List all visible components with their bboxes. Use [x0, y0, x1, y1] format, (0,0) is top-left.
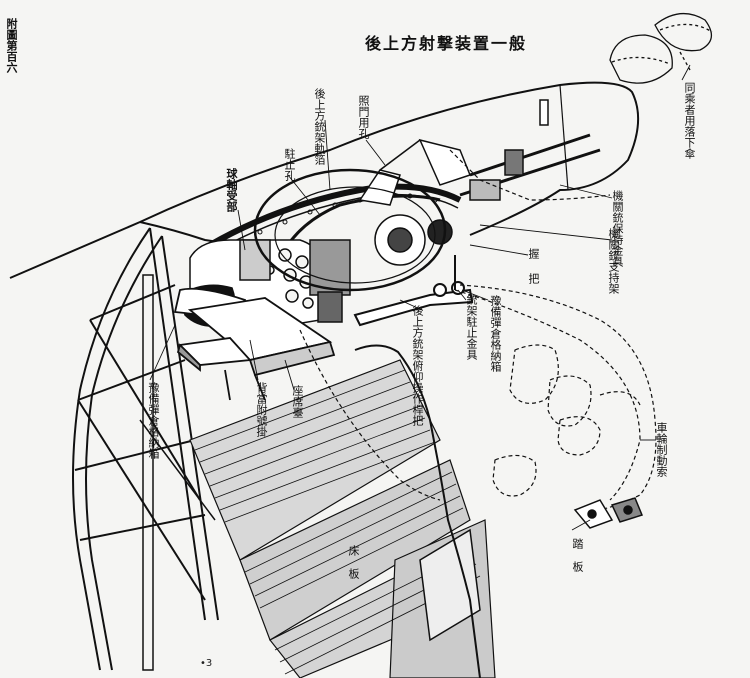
- label-crew-parachute: 同乘者用落下傘: [683, 82, 696, 159]
- leader-lines: [149, 64, 691, 531]
- label-pedal: 踏板: [571, 538, 584, 584]
- gun-ring: [253, 168, 447, 292]
- label-floor: 床板: [347, 545, 360, 591]
- page-label: 附圖第百六: [5, 18, 18, 73]
- label-rear-mount-rail: 後上方銃架軌箔: [313, 88, 326, 165]
- label-sight-socket: 照門用孔: [357, 95, 370, 139]
- parachute-drawing: [609, 13, 713, 84]
- label-gun-support-frame: 機關銃支持架: [607, 228, 620, 294]
- lever-arm: [353, 255, 474, 327]
- label-ball-bearing: 球軸受部: [225, 168, 238, 212]
- fuselage-frame: [72, 227, 219, 671]
- label-seat-fitting: 背當附號掛: [255, 382, 268, 437]
- label-wheel-brake: 車輪制動索: [655, 422, 668, 477]
- cutaway-edge: [354, 344, 481, 678]
- label-mount-stop-fitting: 銃架駐止金具: [465, 294, 478, 360]
- label-elevation-lever: 後上方銃架俯仰操作桿把: [411, 305, 424, 426]
- pedal-mechanism: [573, 497, 644, 529]
- page-mark: •3: [200, 658, 212, 669]
- gun-mechanism: [309, 99, 601, 323]
- label-grip: 握把: [527, 248, 540, 298]
- label-gun-holder: 機關銃保持金具: [611, 190, 624, 267]
- seat-assembly: [173, 287, 336, 401]
- label-spare-magazine-left: 豫備彈倉格納箱: [147, 382, 160, 459]
- floor-planks: [189, 359, 496, 678]
- label-spare-magazine-right: 豫備彈倉格納箱: [489, 295, 502, 372]
- dashed-cables: [299, 149, 657, 511]
- label-stop-hole: 駐止孔: [283, 148, 296, 181]
- label-seat: 座席臺: [291, 385, 304, 418]
- figure-title: 後上方射撃装置一般: [365, 34, 528, 53]
